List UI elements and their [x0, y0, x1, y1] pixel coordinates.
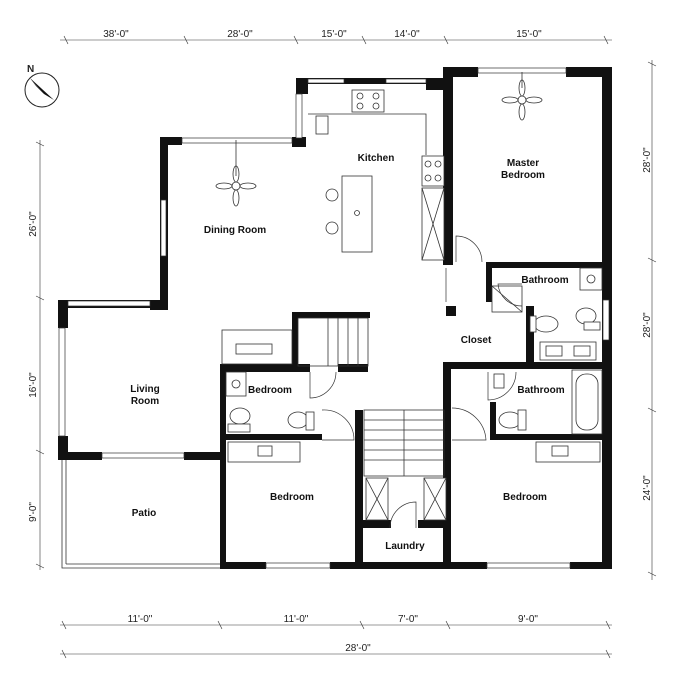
patio-outline [61, 460, 220, 569]
dim-bottom-overall: 28'-0" [345, 643, 371, 654]
master-bath-fixtures [491, 267, 603, 361]
stove-icon [351, 89, 385, 113]
vanity-icon [225, 371, 247, 397]
room-label-closet: Closet [461, 335, 492, 346]
compass-icon: N [24, 64, 60, 108]
dim-right-2: 28'-0" [642, 312, 653, 338]
dim-top-5: 15'-0" [516, 29, 542, 40]
room-label-bathroom-master: Bathroom [521, 275, 568, 286]
dim-right-1: 28'-0" [642, 147, 653, 173]
dim-top-4: 14'-0" [394, 29, 420, 40]
toilet-icon [229, 407, 251, 425]
toilet-icon [287, 411, 309, 429]
dim-left-2: 16'-0" [28, 372, 39, 398]
ceiling-fan-icon [215, 140, 257, 207]
dimension-bottom: 11'-0" 11'-0" 7'-0" 9'-0" 28'-0" [60, 614, 612, 659]
sink-icon [315, 115, 329, 135]
room-label-bedroom-right: Bedroom [503, 492, 547, 503]
kitchen-island [341, 175, 373, 253]
cooktop-icon [421, 155, 445, 187]
dim-top-3: 15'-0" [321, 29, 347, 40]
room-label-master-bedroom-2: Bedroom [501, 170, 545, 181]
right-bath-fixtures [493, 369, 603, 463]
room-label-bathroom-right: Bathroom [517, 385, 564, 396]
dim-bottom-3: 7'-0" [398, 614, 418, 625]
room-label-living-room-2: Room [131, 396, 159, 407]
dimension-left: 26'-0" 16'-0" 9'-0" [28, 140, 45, 570]
vanity-icon [493, 373, 505, 389]
room-label-master-bedroom-1: Master [507, 158, 539, 169]
dim-bottom-1: 11'-0" [128, 614, 153, 625]
dim-top-1: 38'-0" [103, 29, 129, 40]
dimension-right: 28'-0" 28'-0" 24'-0" [642, 60, 657, 580]
vanity-icon [539, 341, 597, 361]
room-label-living-room-1: Living [130, 384, 159, 395]
dim-bottom-2: 11'-0" [284, 614, 309, 625]
room-label-patio: Patio [132, 508, 156, 519]
bathtub-icon [571, 369, 603, 435]
compass-north-label: N [27, 64, 34, 75]
stairs [221, 317, 447, 521]
bar-stool-icon [325, 221, 339, 235]
ceiling-fan-icon [501, 72, 543, 121]
dim-right-3: 24'-0" [642, 475, 653, 501]
room-label-dining-room: Dining Room [204, 225, 266, 236]
windows [58, 67, 610, 569]
left-bath-fixtures [225, 371, 315, 463]
dim-bottom-4: 9'-0" [518, 614, 538, 625]
vanity-icon [227, 441, 301, 463]
dim-left-1: 26'-0" [28, 211, 39, 237]
dimension-top: 38'-0" 28'-0" 15'-0" 14'-0" 15'-0" [60, 29, 612, 45]
dim-top-2: 28'-0" [227, 29, 253, 40]
doors [309, 235, 523, 529]
bar-stool-icon [325, 188, 339, 202]
room-label-laundry: Laundry [385, 541, 425, 552]
toilet-icon [533, 315, 559, 333]
kitchen-fixtures [308, 89, 445, 261]
room-label-bedroom-small: Bedroom [248, 385, 292, 396]
vanity-icon [579, 267, 603, 291]
room-labels: Kitchen Master Bedroom Dining Room Bathr… [130, 153, 568, 552]
room-label-kitchen: Kitchen [358, 153, 395, 164]
room-label-bedroom-left: Bedroom [270, 492, 314, 503]
dim-left-3: 9'-0" [28, 502, 39, 522]
